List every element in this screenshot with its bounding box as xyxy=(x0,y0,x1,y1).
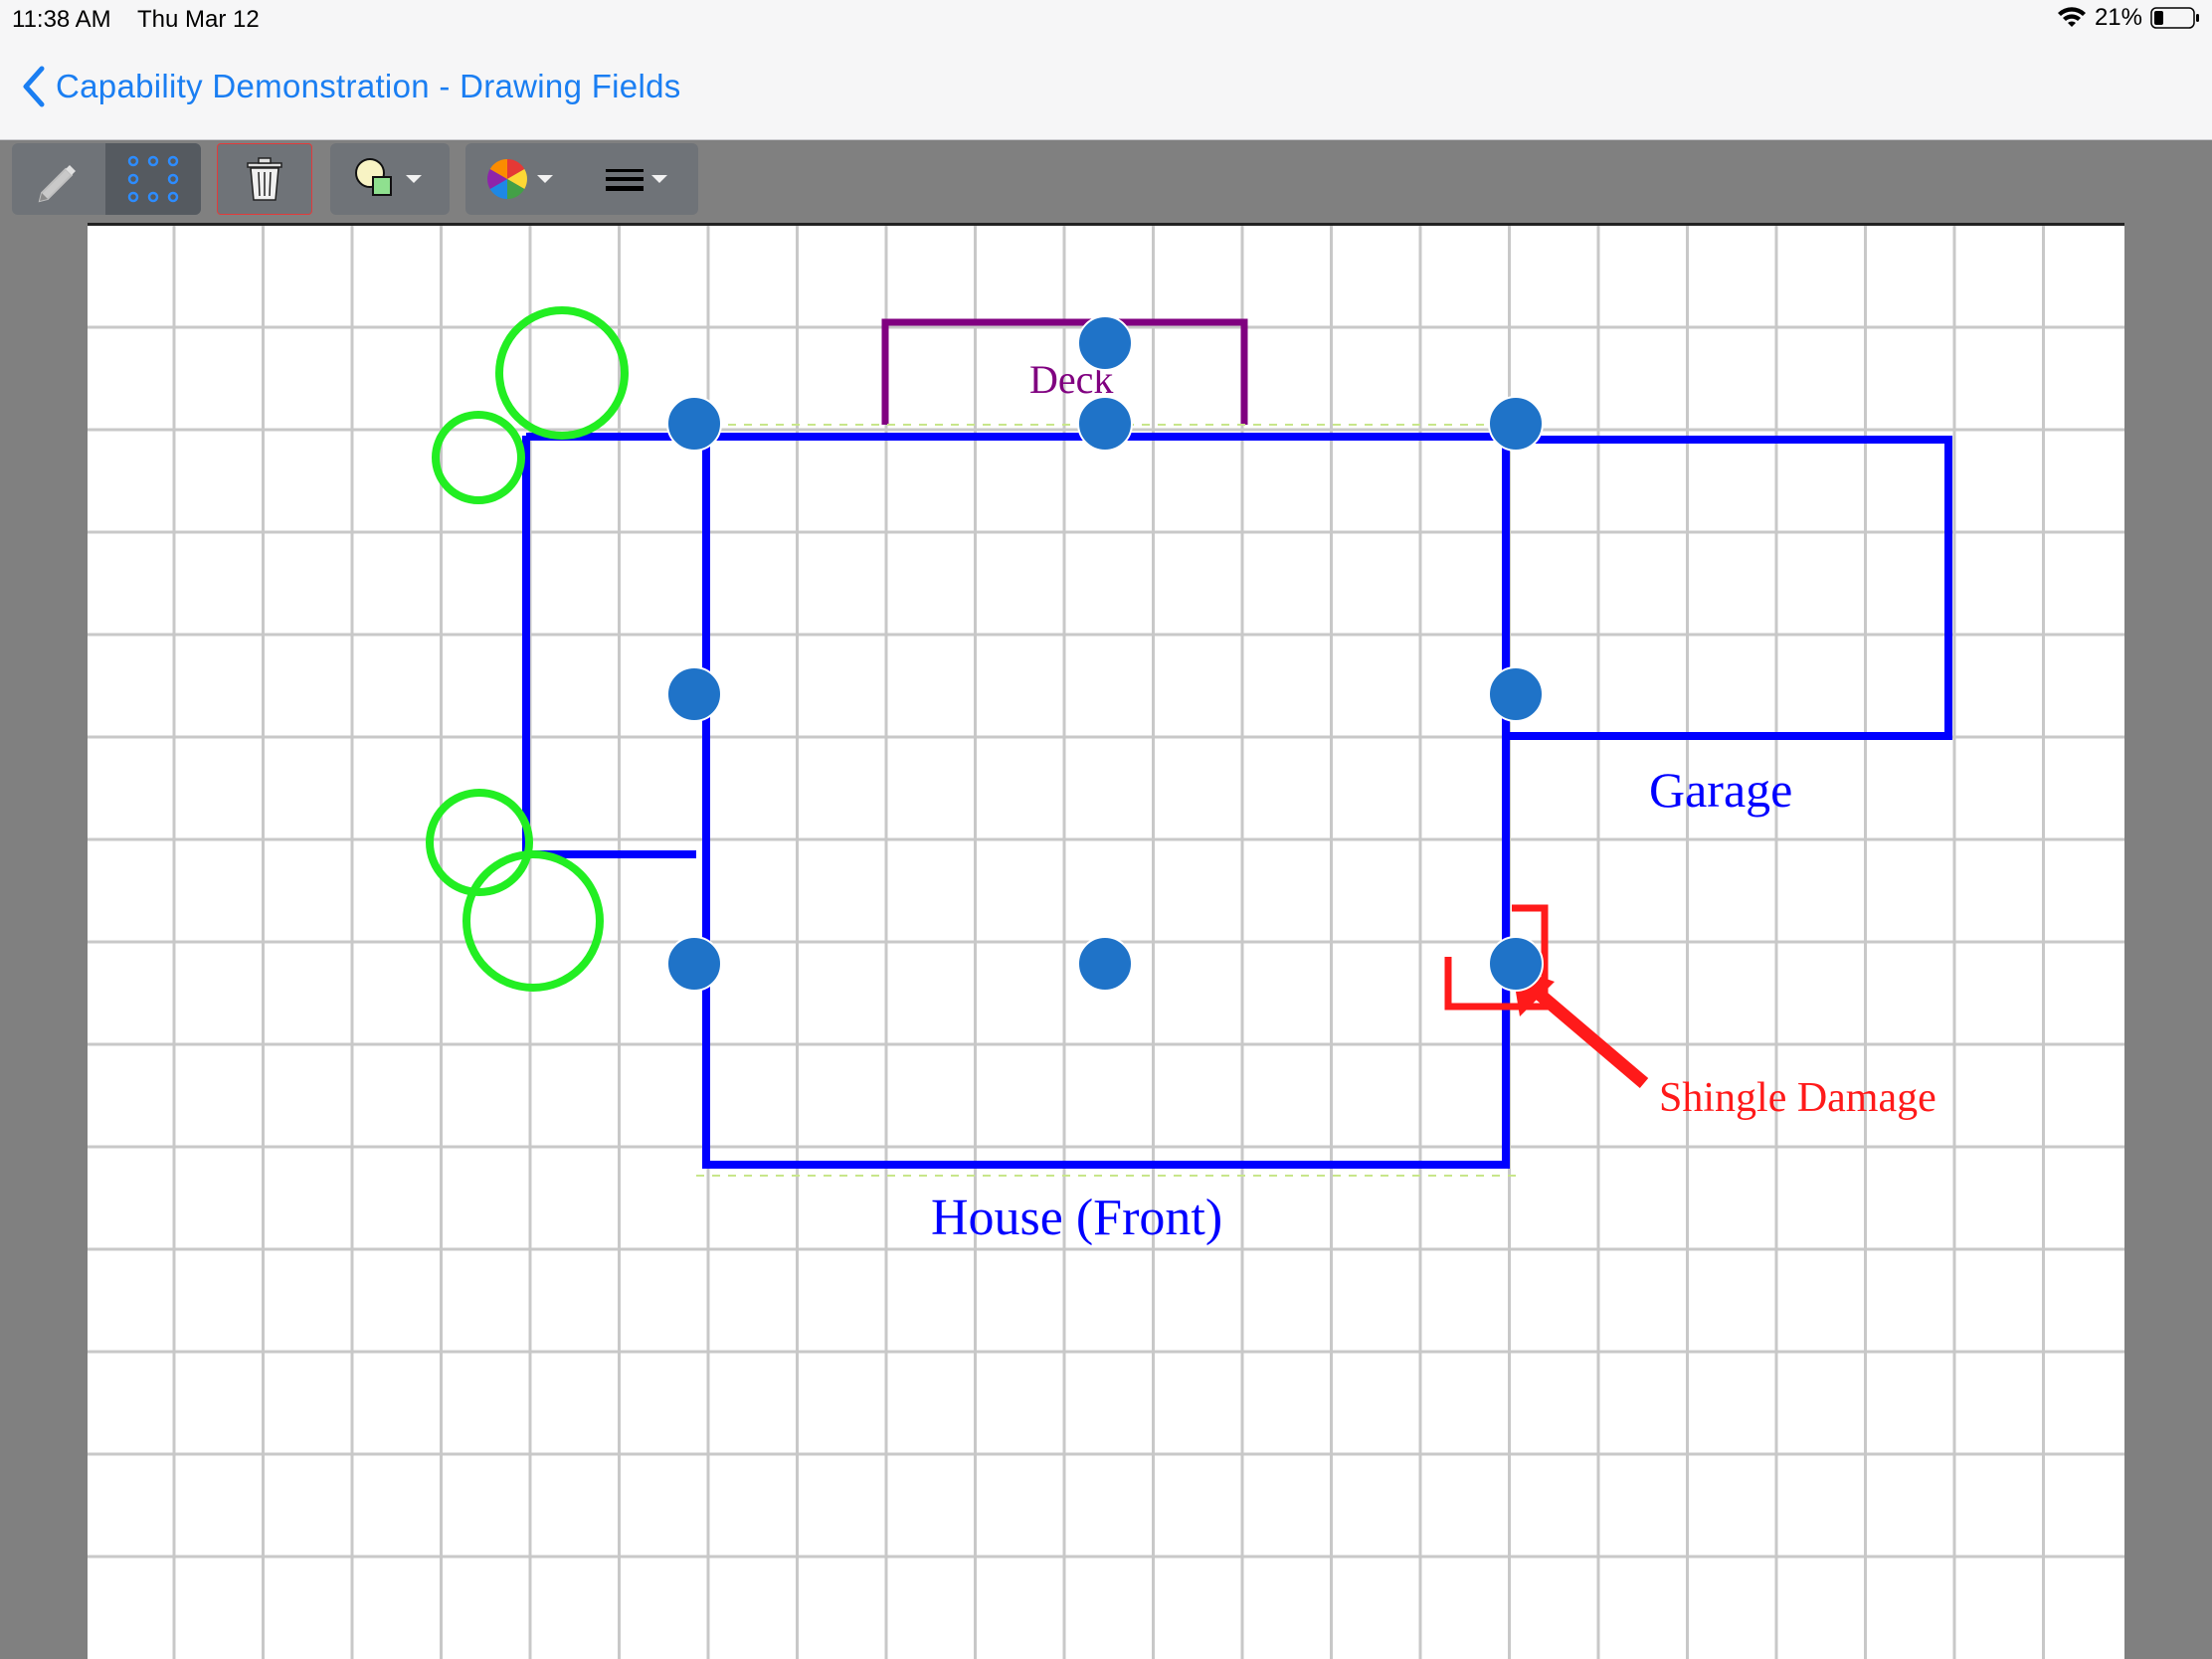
mode-group xyxy=(12,143,201,215)
selection-marquee-icon xyxy=(127,155,179,203)
damage-label[interactable]: Shingle Damage xyxy=(1659,1075,1936,1121)
deck-outline[interactable] xyxy=(881,318,1248,425)
drawing-surface[interactable]: Deck Garage House (Front) Shingle Damage xyxy=(88,226,2124,1659)
battery-percent: 21% xyxy=(2094,4,2142,31)
status-date: Thu Mar 12 xyxy=(137,6,260,33)
status-bar: 11:38 AM Thu Mar 12 21% xyxy=(0,0,2212,40)
color-picker-button[interactable] xyxy=(465,143,581,215)
style-group xyxy=(465,143,698,215)
drawing-toolbar xyxy=(0,140,2212,224)
battery-icon xyxy=(2150,7,2199,29)
pencil-icon xyxy=(38,165,76,203)
garage-label[interactable]: Garage xyxy=(1649,762,1792,818)
garage-rectangle[interactable] xyxy=(1502,436,1952,740)
shrub-circle[interactable] xyxy=(426,789,533,896)
color-wheel-icon xyxy=(487,159,553,199)
shape-picker-button[interactable] xyxy=(330,143,450,215)
shape-group xyxy=(330,143,450,215)
handle-middle-left[interactable] xyxy=(666,666,722,722)
house-front-rectangle[interactable] xyxy=(702,433,1510,1169)
line-weight-icon xyxy=(606,169,667,191)
left-wing-outline[interactable] xyxy=(522,436,696,858)
trash-icon xyxy=(247,157,282,201)
handle-bottom-left[interactable] xyxy=(666,936,722,992)
handle-bottom-middle[interactable] xyxy=(1077,936,1133,992)
handle-top-right[interactable] xyxy=(1488,396,1544,452)
select-button[interactable] xyxy=(105,143,201,215)
pencil-button[interactable] xyxy=(12,143,103,215)
drawing-canvas[interactable]: Deck Garage House (Front) Shingle Damage xyxy=(88,223,2124,1659)
handle-bottom-right[interactable] xyxy=(1488,936,1544,992)
wifi-icon xyxy=(2057,7,2086,27)
handle-top-left[interactable] xyxy=(666,396,722,452)
damage-arrow-shaft[interactable] xyxy=(1520,977,1649,1088)
chevron-left-icon xyxy=(23,66,45,107)
back-title: Capability Demonstration - Drawing Field… xyxy=(56,68,681,104)
status-indicators: 21% xyxy=(2057,4,2200,32)
shrub-circle[interactable] xyxy=(432,411,525,504)
line-weight-button[interactable] xyxy=(581,143,698,215)
handle-top-middle[interactable] xyxy=(1077,396,1133,452)
handle-middle-right[interactable] xyxy=(1488,666,1544,722)
navigation-bar: Capability Demonstration - Drawing Field… xyxy=(0,40,2212,140)
shrub-circle[interactable] xyxy=(462,850,604,992)
delete-button[interactable] xyxy=(217,143,312,215)
shrub-circle[interactable] xyxy=(495,306,629,440)
shapes-icon xyxy=(355,158,422,196)
house-front-label[interactable]: House (Front) xyxy=(931,1190,1222,1246)
handle-deck-top[interactable] xyxy=(1077,315,1133,371)
status-time: 11:38 AM xyxy=(12,6,111,33)
back-button[interactable]: Capability Demonstration - Drawing Field… xyxy=(22,66,681,107)
selection-handles xyxy=(666,315,1544,992)
